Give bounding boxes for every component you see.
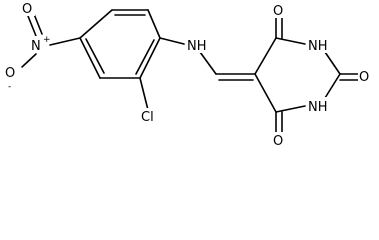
nitro-oxygen-bottom-charge: -: [8, 82, 11, 92]
bond-ring-f: [79, 9, 113, 39]
carbonyl-oxygen-bottom: O: [272, 132, 286, 149]
bond-ring-c: [139, 37, 161, 79]
carbonyl-oxygen-right-label: O: [359, 70, 369, 85]
amine-nitrogen: NH: [185, 36, 209, 54]
carbonyl-oxygen-top: O: [272, 2, 286, 19]
nitro-oxygen-bottom-label: O: [5, 66, 15, 81]
nitro-oxygen-top-label: O: [22, 2, 32, 17]
ring-nh-top-label: NH: [308, 39, 328, 54]
bond-pyr-c: [324, 51, 341, 75]
atom-labels: N + O O - Cl NH NH NH: [4, 0, 372, 149]
nitro-nitrogen: N +: [30, 35, 51, 54]
carbonyl-oxygen-right: O: [358, 68, 372, 85]
bonds: [21, 9, 359, 133]
bond-ring-amine: [159, 37, 185, 45]
bond-nitro-o-top: [27, 15, 37, 37]
chlorine: Cl: [140, 108, 160, 125]
nitro-nitrogen-charge: +: [43, 35, 51, 45]
nitro-nitrogen-label: N: [31, 39, 41, 54]
ring-nh-bottom-label: NH: [308, 100, 328, 115]
ring-nh-bottom: NH: [306, 97, 330, 115]
bond-pyr-a: [254, 37, 277, 75]
chemical-structure-diagram: N + O O - Cl NH NH NH: [4, 0, 372, 149]
bond-ring-e: [79, 37, 101, 79]
nitro-oxygen-top: O: [21, 0, 35, 17]
bond-nitro-o-bottom: [21, 53, 37, 68]
bond-pyr-d: [324, 73, 341, 99]
bond-ring-chloro: [139, 77, 149, 111]
bond-ring-b: [147, 9, 161, 39]
chlorine-label: Cl: [141, 110, 154, 125]
bond-ring-e-inner: [85, 38, 105, 74]
ring-nh-top: NH: [306, 36, 330, 54]
carbonyl-oxygen-top-label: O: [273, 4, 283, 19]
bond-ring-nitro: [49, 37, 81, 46]
bond-pyr-e: [275, 105, 306, 113]
bond-pyr-f: [254, 73, 277, 113]
bond-ring-c-inner: [135, 39, 155, 75]
carbonyl-oxygen-bottom-label: O: [273, 134, 283, 149]
bond-nitro-o-top-inner: [33, 13, 43, 35]
bond-amine-methine: [199, 51, 217, 75]
bond-pyr-b: [275, 37, 306, 45]
nitro-oxygen-bottom: O -: [4, 64, 20, 92]
amine-nitrogen-label: NH: [187, 39, 207, 54]
